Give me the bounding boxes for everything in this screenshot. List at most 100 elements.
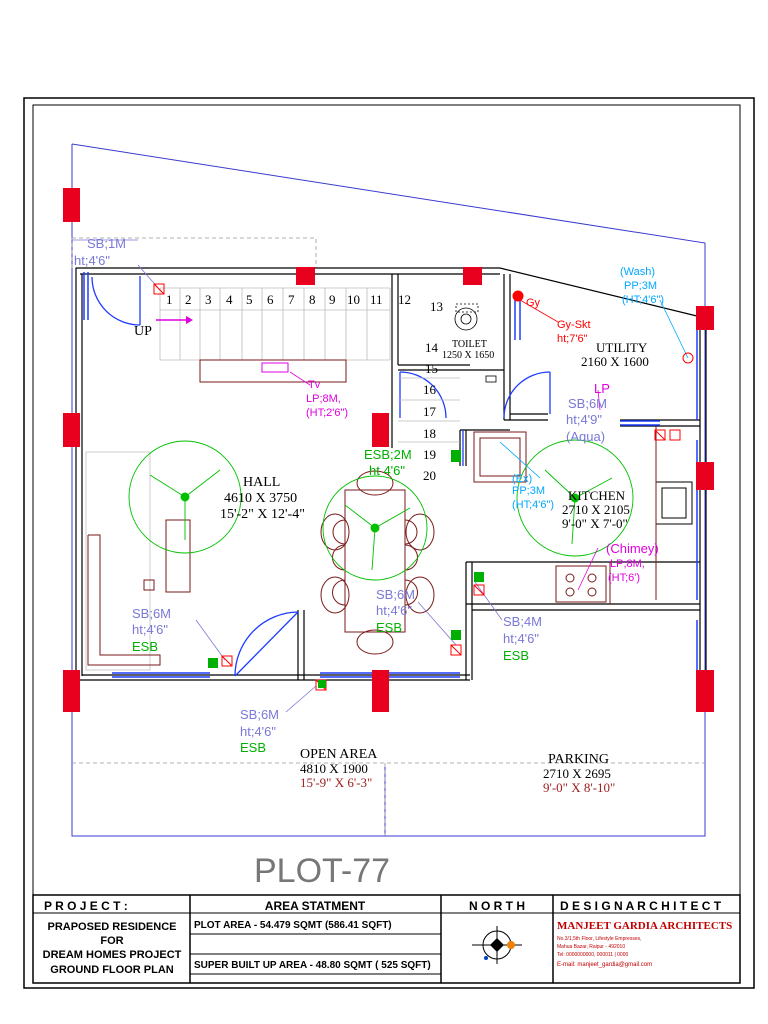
ex-pp: PP;3M	[512, 485, 545, 497]
kitchen-fixtures	[473, 426, 693, 604]
architect-phone: Tel: 0000000000, 000011 | 0000	[557, 952, 628, 958]
title-block-text: P R O J E C T : PRAPOSED RESIDENCE FOR D…	[43, 899, 733, 976]
parking-name: PARKING	[548, 752, 609, 767]
open-area-name: OPEN AREA	[300, 747, 378, 762]
gy-skt-height: ht;7'6"	[557, 333, 588, 345]
tv-lp: LP;8M,	[306, 393, 341, 405]
sb1-height: ht;4'6"	[74, 253, 110, 268]
area-heading: AREA STATMENT	[265, 899, 366, 913]
step-number: 16	[423, 382, 437, 397]
toilet-fixtures	[454, 303, 497, 383]
sb1-label: SB;1M	[87, 236, 126, 251]
utility-name: UTILITY	[596, 340, 648, 355]
walls	[75, 267, 707, 690]
aqua-label: (Aqua)	[566, 429, 605, 444]
chimey-lp: LP;8M,	[610, 558, 645, 570]
open-area-dimension-ft: 15'-9" X 6'-3"	[300, 775, 372, 790]
step-number: 8	[309, 292, 316, 307]
step-number: 1	[166, 292, 173, 307]
toilet-name: TOILET	[452, 339, 487, 350]
project-line-1: PRAPOSED RESIDENCE	[48, 921, 177, 933]
step-number: 19	[423, 447, 436, 462]
sb4-label: SB;4M	[503, 614, 542, 629]
step-number: 9	[329, 292, 336, 307]
wash-pp: PP;3M	[624, 280, 657, 292]
hall-name: HALL	[243, 475, 280, 490]
columns	[63, 188, 714, 712]
north-compass-icon	[472, 926, 522, 964]
project-heading: P R O J E C T :	[44, 899, 128, 913]
esb-kitchen-label: ESB	[503, 648, 529, 663]
sb6-dining-label: SB;6M	[376, 587, 415, 602]
step-number: 10	[347, 292, 360, 307]
architect-heading: D E S I G N A R C H I T E C T	[560, 899, 722, 913]
step-number: 11	[370, 292, 383, 307]
step-number: 14	[425, 340, 439, 355]
step-number: 7	[288, 292, 295, 307]
step-number: 20	[423, 468, 436, 483]
step-number: 3	[205, 292, 212, 307]
project-line-2: FOR	[100, 935, 123, 947]
gy-label: Gy	[526, 297, 541, 309]
architect-name: MANJEET GARDIA ARCHITECTS	[557, 920, 732, 932]
doors	[91, 276, 551, 677]
hall-dimension-ft: 15'-2" X 12'-4"	[220, 507, 305, 522]
dashed-outlines	[71, 237, 705, 836]
chimey-label: (Chimey)	[606, 541, 659, 556]
project-line-4: GROUND FLOOR PLAN	[50, 964, 173, 976]
staircase	[159, 287, 460, 443]
tv-ht: (HT;2'6")	[306, 407, 348, 419]
esb-open-label: ESB	[240, 740, 266, 755]
sb6-hall-label: SB;6M	[132, 606, 171, 621]
esb-boxes	[208, 450, 484, 688]
switch-points	[153, 283, 694, 691]
tv-label: Tv	[308, 379, 321, 391]
esb-dining-label: ESB	[376, 620, 402, 635]
step-number: 6	[267, 292, 274, 307]
gy-skt-label: Gy-Skt	[557, 319, 591, 331]
electrical-annotations: SB;1M ht;4'6" (Wash) PP;3M (HT;4'6") Gy …	[74, 236, 664, 755]
parking-dimension-ft: 9'-0" X 8'-10"	[543, 780, 615, 795]
up-arrow: UP	[134, 316, 193, 339]
north-heading: N O R T H	[469, 899, 525, 913]
kitchen-dimension-ft: 9'-0" X 7'-0"	[562, 516, 628, 531]
step-numbers: 1 2 3 4 5 6 7 8 9 10 11 12 13 14 15 16 1…	[166, 292, 443, 483]
sb6-aqua-label: SB;6M	[568, 396, 607, 411]
up-label: UP	[134, 324, 152, 339]
sb6-hall-height: ht;4'6"	[132, 622, 168, 637]
step-number: 13	[430, 299, 443, 314]
lp-label: LP	[594, 381, 610, 396]
plot-title: PLOT-77	[254, 852, 390, 890]
sb6-open-label: SB;6M	[240, 707, 279, 722]
architect-address-1: No.3/1,5th Floor, Lifestyle Empresses,	[557, 936, 641, 942]
esb2-height: ht 4'6"	[369, 463, 405, 478]
utility-dimension-mm: 2160 X 1600	[581, 354, 649, 369]
project-line-3: DREAM HOMES PROJECT	[43, 949, 182, 961]
parking-dimension-mm: 2710 X 2695	[543, 766, 611, 781]
sb6-open-height: ht;4'6"	[240, 724, 276, 739]
step-number: 5	[246, 292, 253, 307]
wash-label: (Wash)	[620, 266, 655, 278]
step-number: 4	[226, 292, 233, 307]
plot-area: PLOT AREA - 54.479 SQMT (586.41 SQFT)	[194, 920, 392, 931]
step-number: 12	[398, 292, 411, 307]
toilet-dimension-mm: 1250 X 1650	[442, 350, 494, 361]
sb6-aqua-height: ht;4'9"	[566, 412, 602, 427]
step-number: 17	[423, 404, 437, 419]
esb-hall-label: ESB	[132, 639, 158, 654]
step-number: 15	[425, 361, 438, 376]
ex-ht: (HT;4'6")	[512, 499, 554, 511]
sb6-dining-height: ht;4'6"	[376, 603, 412, 618]
hall-dimension-mm: 4610 X 3750	[224, 491, 297, 506]
architect-email: E-mail: manjeet_gardia@gmail.com	[557, 962, 652, 968]
built-up-area: SUPER BUILT UP AREA - 48.80 SQMT ( 525 S…	[194, 960, 431, 971]
tv-unit	[199, 359, 347, 383]
hall-furniture	[85, 451, 191, 671]
esb2-label: ESB;2M	[364, 447, 412, 462]
chimey-ht: (HT;6')	[608, 572, 640, 584]
windows	[83, 272, 698, 690]
title-block	[32, 894, 741, 984]
ceiling-fans	[128, 439, 634, 581]
sb4-height: ht;4'6"	[503, 631, 539, 646]
